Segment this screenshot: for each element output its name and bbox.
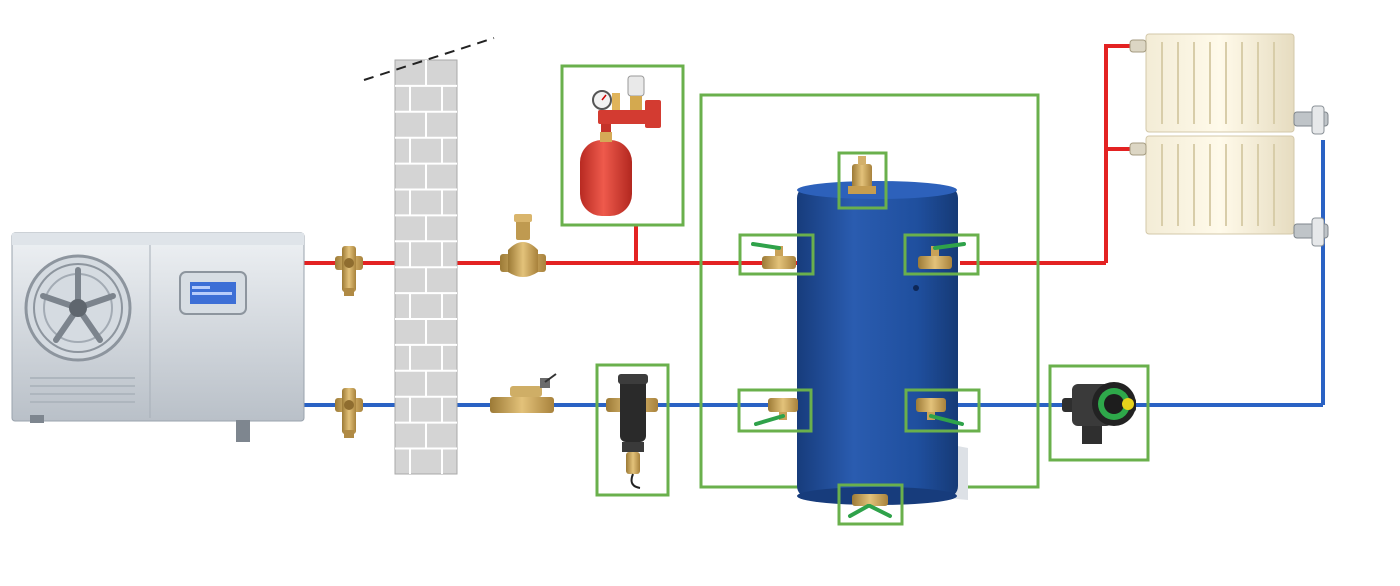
tank-ball-valve-bottom-left — [737, 388, 813, 433]
fan-grille-icon — [24, 254, 132, 362]
tank-ball-valve-bottom-right — [904, 388, 981, 433]
vent-slats — [30, 377, 135, 403]
tank-ball-valve-top-right — [903, 233, 980, 276]
control-panel-icon — [179, 271, 247, 315]
expansion-vessel-group — [560, 64, 685, 227]
radiator-lower — [1129, 135, 1329, 247]
tank-air-vent — [837, 151, 888, 210]
tank-drain-valve — [837, 483, 904, 526]
flow-meter — [490, 373, 557, 413]
radiator-valve-icon — [1293, 217, 1329, 247]
buffer-tank — [699, 93, 1040, 526]
air-separator — [500, 214, 546, 277]
circulation-pump — [1048, 364, 1150, 462]
radiator-upper — [1129, 33, 1329, 135]
flow-pipe — [300, 44, 1130, 265]
flow-three-way-valve — [335, 246, 363, 296]
return-three-way-valve — [335, 388, 363, 438]
magnetic-dirt-separator — [595, 363, 670, 497]
radiator-valve-icon — [1293, 105, 1329, 135]
brick-wall — [363, 37, 495, 475]
heat-pump-unit — [11, 232, 305, 442]
tank-ball-valve-top-left — [738, 233, 815, 276]
